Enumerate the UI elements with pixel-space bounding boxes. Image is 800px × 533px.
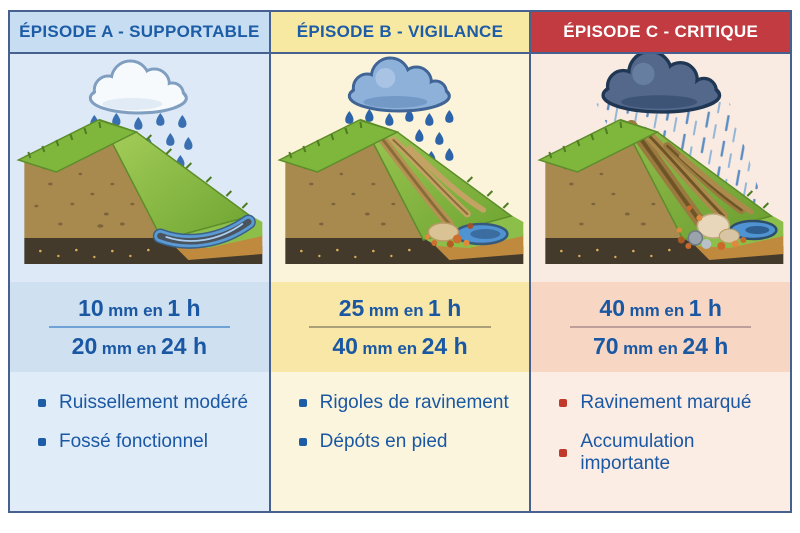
threshold-24h-duration: 24 h [682, 333, 729, 359]
threshold-1h-duration: 1 h [428, 294, 462, 321]
drainage-ditch-graphic [152, 214, 256, 249]
threshold-24h-value: 40 [332, 333, 358, 359]
gullies-graphic [625, 120, 755, 232]
rain-cloud-icon [347, 56, 451, 113]
episode-a-header: ÉPISODE A - SUPPORTABLE [10, 12, 269, 54]
threshold-1h-duration: 1 h [688, 294, 722, 321]
episode-b-header: ÉPISODE B - VIGILANCE [270, 12, 530, 54]
observation-item: Dépóts en pied [298, 431, 524, 453]
episode-a-illustration [10, 54, 269, 282]
observation-label: Ravinement marqué [580, 392, 752, 413]
threshold-24h: 70 mm en 24 h [531, 333, 790, 359]
threshold-1h: 10 mm en 1 h [10, 295, 269, 321]
observation-label: Dépóts en pied [319, 431, 448, 452]
observation-label: Rigoles de ravinement [319, 392, 509, 413]
episode-c-illustration [531, 54, 790, 282]
episode-b-thresholds: 25 mm en 1 h 40 mm en 24 h [270, 282, 530, 372]
threshold-divider [309, 326, 491, 328]
bullet-icon [559, 399, 568, 407]
observation-item: Rigoles de ravinement [298, 392, 524, 414]
threshold-24h-value: 70 [593, 333, 619, 359]
storm-cloud-icon [601, 54, 722, 114]
threshold-24h-unit: mm en [623, 339, 678, 358]
heavy-rain-slope-rills-graphic [277, 56, 524, 264]
bullet-icon [298, 399, 307, 407]
episode-a-column: ÉPISODE A - SUPPORTABLE [10, 12, 269, 511]
bullet-icon [298, 438, 307, 446]
threshold-24h-unit: mm en [362, 339, 418, 358]
episode-b-title: ÉPISODE B - VIGILANCE [296, 22, 504, 41]
episode-a-title: ÉPISODE A - SUPPORTABLE [19, 22, 260, 41]
threshold-1h-unit: mm en [368, 300, 424, 320]
observation-label: Ruissellement modéré [59, 392, 249, 413]
threshold-divider [570, 326, 752, 328]
threshold-1h-unit: mm en [108, 300, 163, 320]
gullied-slope-graphic [537, 118, 784, 264]
observation-item: Ravinement marqué [559, 392, 784, 414]
observation-label: Fossé fonctionnel [59, 431, 208, 452]
episodes-comparison-panel: ÉPISODE A - SUPPORTABLE [8, 10, 792, 513]
episode-a-thresholds: 10 mm en 1 h 20 mm en 24 h [10, 282, 269, 372]
episode-c-header: ÉPISODE C - CRITIQUE [531, 12, 791, 54]
observation-item: Ruissellement modéré [38, 392, 263, 414]
episode-c-column: ÉPISODE C - CRITIQUE [529, 12, 791, 511]
threshold-1h: 40 mm en 1 h [531, 295, 790, 321]
threshold-1h: 25 mm en 1 h [271, 295, 530, 321]
threshold-1h-unit: mm en [629, 300, 685, 320]
threshold-divider [48, 326, 230, 328]
threshold-24h-duration: 24 h [421, 333, 468, 359]
rock-accumulation-graphic [677, 205, 778, 250]
observation-item: Fossé fonctionnel [38, 431, 263, 453]
episode-b-illustration [271, 54, 530, 282]
light-rain-cloud-icon [88, 59, 188, 115]
threshold-1h-duration: 1 h [167, 294, 201, 321]
eroding-slope-graphic [277, 118, 524, 264]
threshold-24h: 40 mm en 24 h [271, 333, 530, 359]
toe-deposits-graphic [424, 222, 509, 248]
observation-label: Accumulation importante [580, 431, 695, 474]
grassy-slope-graphic [16, 118, 263, 264]
episode-a-observations: Ruissellement modéré Fossé fonctionnel [10, 372, 269, 511]
bullet-icon [559, 449, 568, 457]
threshold-24h-value: 20 [71, 333, 98, 359]
moderate-rain-slope-graphic [16, 59, 263, 264]
threshold-24h-duration: 24 h [160, 333, 207, 359]
threshold-24h: 20 mm en 24 h [10, 333, 269, 359]
storm-rain-gullied-slope-graphic [537, 54, 784, 264]
episode-c-observations: Ravinement marqué Accumulation important… [531, 372, 791, 511]
episode-c-title: ÉPISODE C - CRITIQUE [563, 22, 759, 41]
threshold-24h-unit: mm en [101, 339, 157, 358]
observation-item: Accumulation importante [559, 431, 784, 475]
episode-b-column: ÉPISODE B - VIGILANCE [268, 12, 530, 511]
threshold-1h-value: 40 [599, 294, 625, 321]
bullet-icon [38, 438, 46, 446]
threshold-1h-value: 10 [78, 294, 104, 321]
bullet-icon [38, 399, 46, 407]
episode-c-thresholds: 40 mm en 1 h 70 mm en 24 h [531, 282, 791, 372]
episode-b-observations: Rigoles de ravinement Dépóts en pied [270, 372, 530, 511]
threshold-1h-value: 25 [338, 294, 365, 321]
